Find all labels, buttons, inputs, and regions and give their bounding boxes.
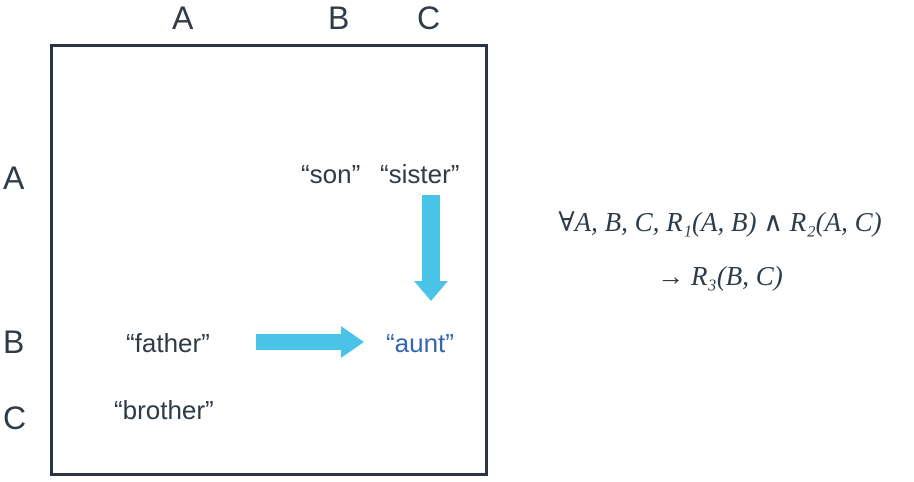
cell-a-b-label: “son” [301,159,361,189]
formula-line-1: ∀A, B, C, R₁(A, B) ∧ R₂(A, C) [558,207,882,237]
cell-b-c-label: “aunt” [386,328,454,358]
cell-a-c-label: “sister” [380,159,460,189]
cell-b-a-label: “father” [126,328,210,358]
column-header-c: C [417,0,441,36]
formula-line-2: → R₃(B, C) [657,261,783,291]
column-header-a: A [172,0,194,36]
cell-c-a-label: “brother” [114,395,214,425]
row-header-b: B [3,324,25,360]
column-header-b: B [328,0,350,36]
relation-matrix-box [50,44,488,476]
row-header-a: A [3,160,25,196]
row-header-c: C [3,400,27,436]
